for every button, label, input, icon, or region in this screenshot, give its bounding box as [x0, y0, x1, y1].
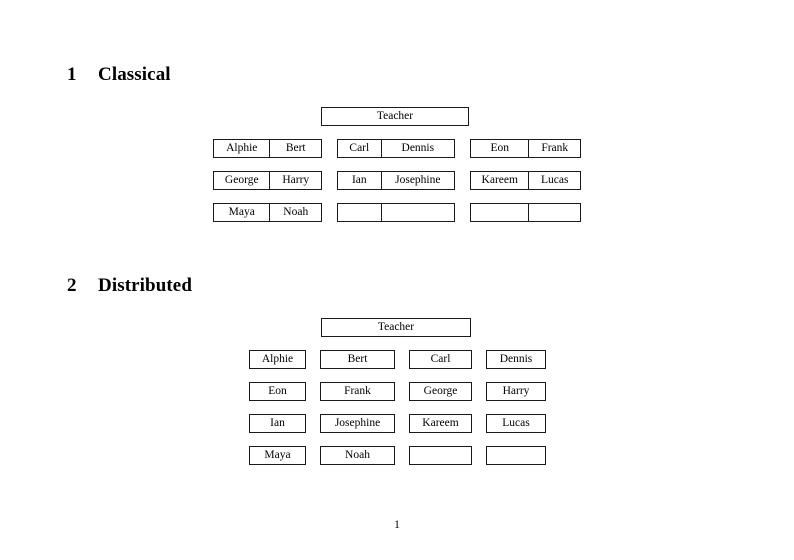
distributed-cell-empty[interactable] [486, 446, 546, 465]
cell-student[interactable]: Bert [269, 140, 321, 157]
cell-student[interactable]: Frank [528, 140, 580, 157]
section-title: Classical [98, 64, 171, 85]
section-number: 2 [67, 275, 77, 296]
cell-student[interactable]: Alphie [226, 142, 258, 154]
classical-teacher-box[interactable]: Teacher [321, 107, 469, 126]
cell-student-empty[interactable] [380, 204, 454, 221]
cell-student[interactable]: Ian [351, 174, 367, 186]
cell-student[interactable]: Noah [269, 204, 321, 221]
page-number: 1 [394, 519, 400, 531]
distributed-cell[interactable]: Dennis [486, 350, 546, 369]
cell-student-empty[interactable] [338, 204, 381, 221]
distributed-cell[interactable]: Maya [249, 446, 306, 465]
section-heading-classical: 1 Classical [67, 65, 171, 84]
distributed-cell[interactable]: Eon [249, 382, 306, 401]
distributed-cell[interactable]: Frank [320, 382, 395, 401]
distributed-cell[interactable]: Kareem [409, 414, 472, 433]
cell-student[interactable]: Eon [490, 142, 509, 154]
cell-student-empty[interactable] [528, 204, 580, 221]
distributed-teacher-box[interactable]: Teacher [321, 318, 471, 337]
cell-student-empty[interactable] [471, 204, 528, 221]
classical-group-3-row-1[interactable]: Eon Frank [470, 139, 581, 158]
distributed-cell[interactable]: Josephine [320, 414, 395, 433]
cell-student[interactable]: Carl [349, 142, 370, 154]
distributed-cell[interactable]: Noah [320, 446, 395, 465]
cell-student[interactable]: Dennis [380, 140, 454, 157]
section-number: 1 [67, 64, 77, 85]
distributed-cell[interactable]: Alphie [249, 350, 306, 369]
classical-group-2-row-2[interactable]: Ian Josephine [337, 171, 455, 190]
distributed-cell[interactable]: Bert [320, 350, 395, 369]
distributed-cell[interactable]: Lucas [486, 414, 546, 433]
cell-student[interactable]: Maya [228, 206, 255, 218]
classical-group-3-row-3[interactable] [470, 203, 581, 222]
section-heading-distributed: 2 Distributed [67, 276, 192, 295]
classical-group-1-row-3[interactable]: Maya Noah [213, 203, 322, 222]
classical-group-2-row-1[interactable]: Carl Dennis [337, 139, 455, 158]
cell-student[interactable]: George [224, 174, 259, 186]
cell-student[interactable]: Harry [269, 172, 321, 189]
distributed-cell-empty[interactable] [409, 446, 472, 465]
classical-group-1-row-2[interactable]: George Harry [213, 171, 322, 190]
distributed-cell[interactable]: George [409, 382, 472, 401]
classical-group-1-row-1[interactable]: Alphie Bert [213, 139, 322, 158]
cell-student[interactable]: Lucas [528, 172, 580, 189]
classical-group-3-row-2[interactable]: Kareem Lucas [470, 171, 581, 190]
section-title: Distributed [98, 275, 192, 296]
distributed-cell[interactable]: Harry [486, 382, 546, 401]
distributed-cell[interactable]: Ian [249, 414, 306, 433]
cell-student[interactable]: Josephine [380, 172, 454, 189]
cell-student[interactable]: Kareem [481, 174, 518, 186]
classical-group-2-row-3[interactable] [337, 203, 455, 222]
distributed-cell[interactable]: Carl [409, 350, 472, 369]
